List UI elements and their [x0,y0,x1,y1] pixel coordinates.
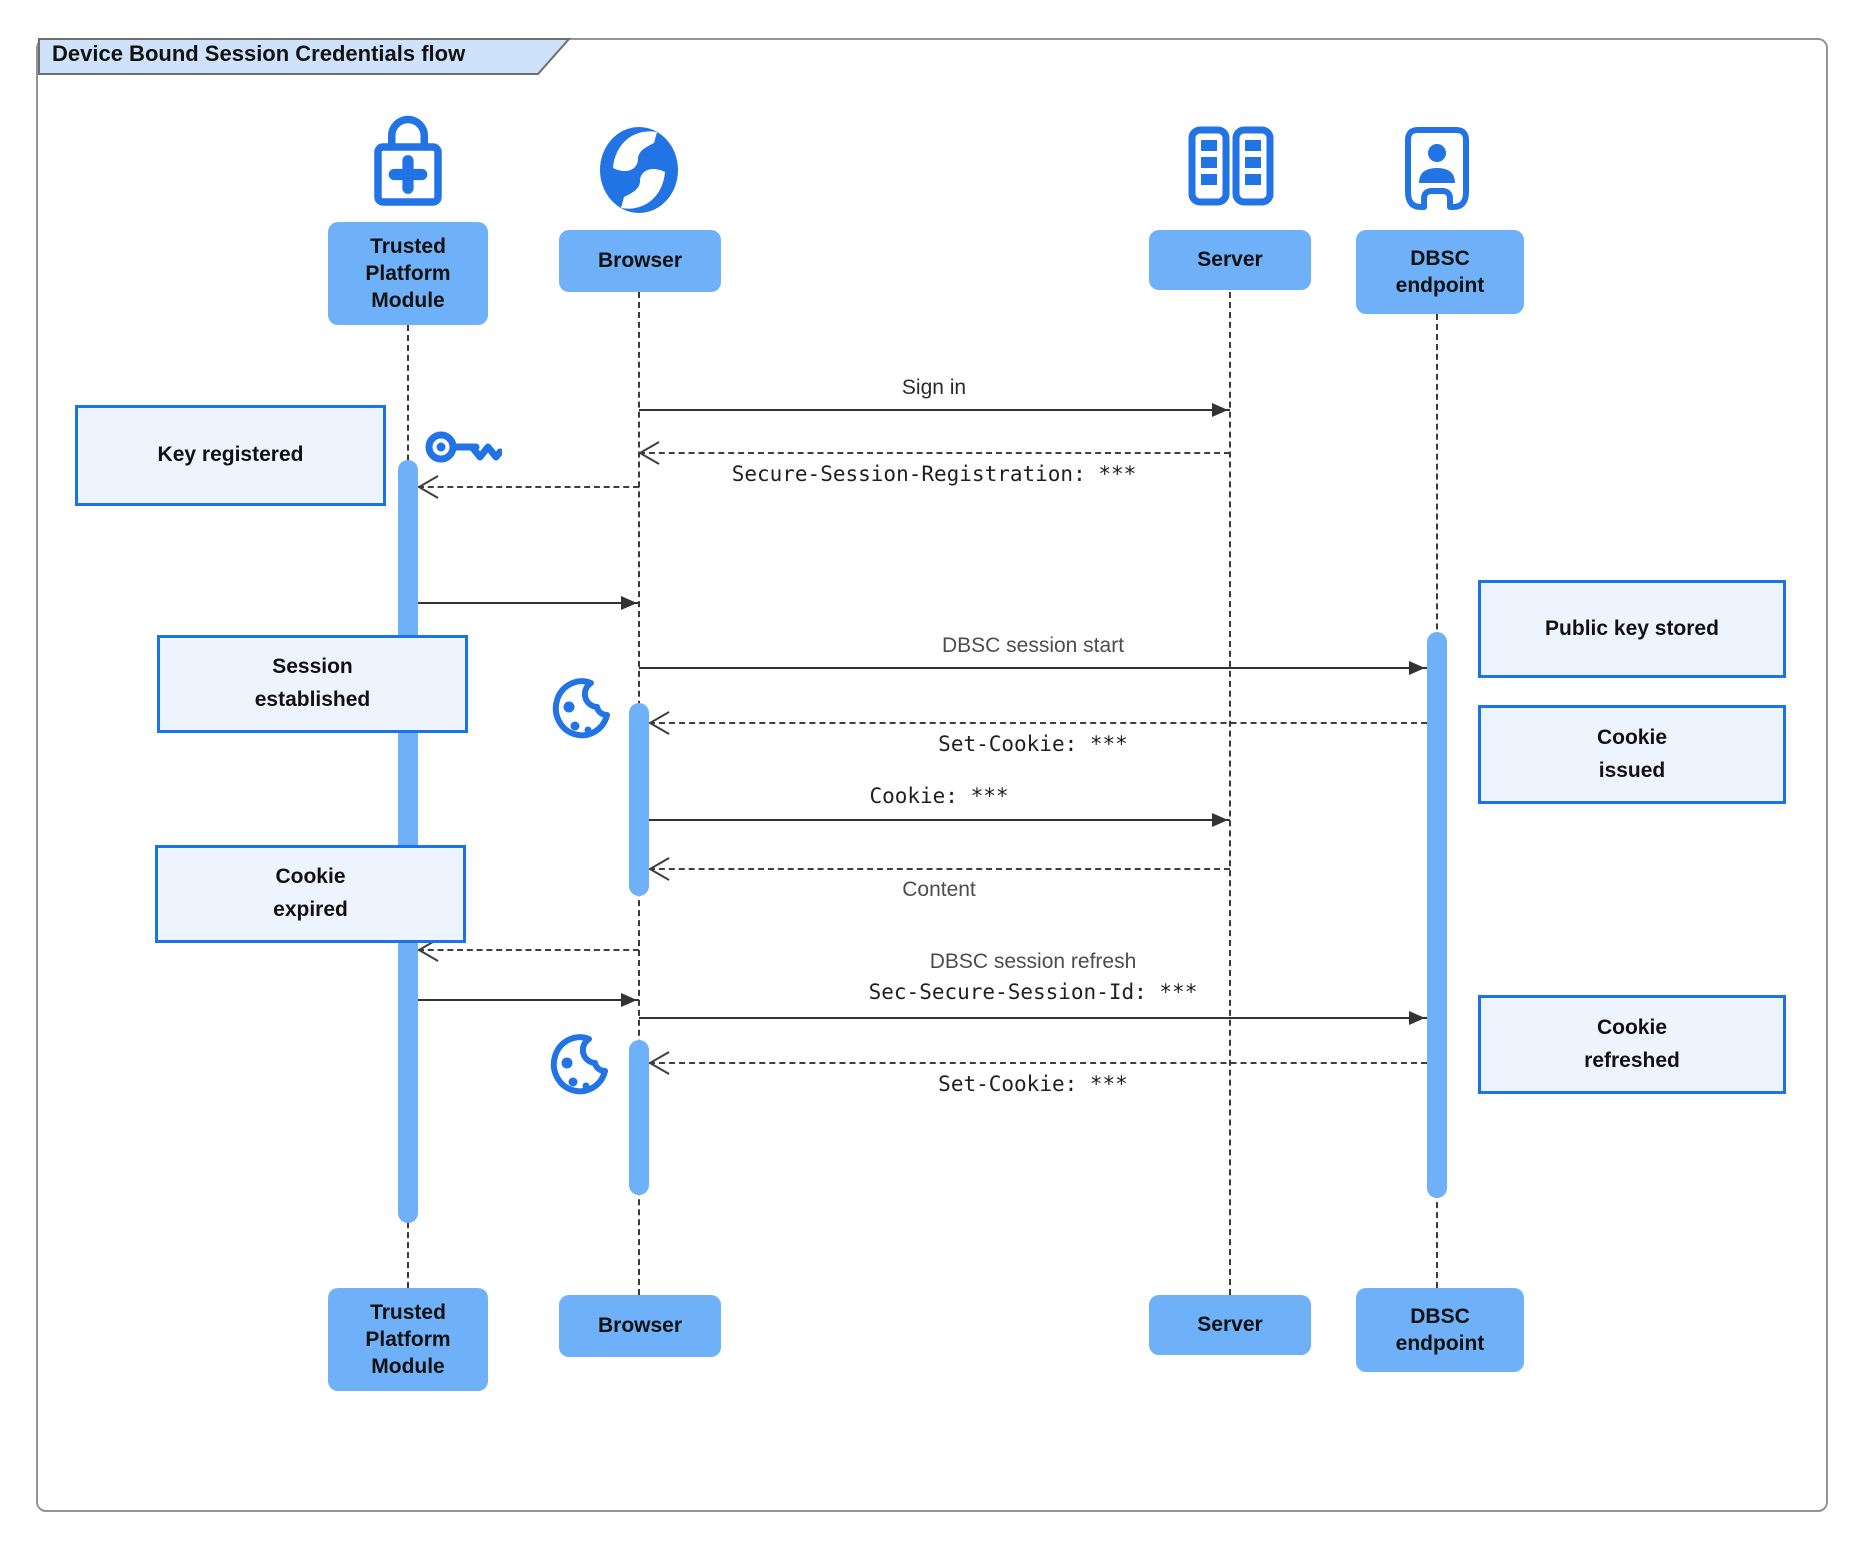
actor-label: DBSC endpoint [1395,246,1485,297]
actor-top-browser: Browser [559,230,721,292]
message-register-key-line [418,486,639,488]
globe-icon [600,127,678,213]
arrowhead-open [650,710,672,736]
activation-bar-browser-1 [629,703,649,896]
message-set-cookie-1-line [649,722,1427,724]
diagram-title: Device Bound Session Credentials flow [52,41,466,66]
note-key-registered: Key registered [75,405,386,506]
note-public-key-stored: Public key stored [1478,580,1786,678]
message-refresh-key-line [418,949,639,951]
note-label: Key registered [157,443,304,467]
note-label: Session established [254,655,371,711]
message-label-content: Content [902,878,976,901]
message-key-ready-line [418,602,639,604]
server-rack-icon [1188,126,1274,206]
note-label: Cookie issued [1596,725,1667,782]
activation-bar-dbsc [1427,632,1447,1198]
message-registration-line [639,452,1230,454]
actor-label: Browser [597,249,683,273]
badge-person-icon [1405,127,1469,210]
actor-top-tpm: Trusted Platform Module [328,222,488,325]
arrowhead [1212,403,1228,417]
arrowhead-open [650,856,672,882]
actor-label: Trusted Platform Module [365,234,451,313]
actor-bottom-dbsc: DBSC endpoint [1356,1288,1524,1372]
message-cookie-line [649,819,1230,821]
actor-label: Server [1197,248,1263,272]
note-cookie-issued: Cookie issued [1478,705,1786,804]
cookie-icon [552,678,610,739]
actor-bottom-server: Server [1149,1295,1311,1355]
message-label-cookie: Cookie: *** [869,784,1009,808]
lock-plus-icon [374,115,442,206]
activation-bar-tpm [398,460,418,1223]
message-label-set-cookie-1: Set-Cookie: *** [938,732,1128,756]
lifeline-server [1229,292,1231,1295]
activation-bar-browser-2 [629,1040,649,1195]
message-label-registration: Secure-Session-Registration: *** [731,462,1137,486]
cookie-icon [550,1034,608,1095]
arrowhead-open [650,1050,672,1076]
arrowhead [621,993,637,1007]
note-session-established: Session established [157,635,468,733]
message-content-line [649,868,1230,870]
arrowhead [1409,1011,1425,1025]
actor-label: Browser [597,1314,683,1338]
arrowhead-open [419,474,441,500]
message-key-proof-line [418,999,639,1001]
message-label-set-cookie-2: Set-Cookie: *** [938,1072,1128,1096]
arrowhead [1409,661,1425,675]
diagram-title-tab: Device Bound Session Credentials flow [38,38,578,76]
actor-bottom-browser: Browser [559,1295,721,1357]
title-tab-shape [38,38,572,75]
note-cookie-expired: Cookie expired [155,845,466,943]
actor-label: DBSC endpoint [1395,1304,1485,1355]
message-dbsc-start-line [639,667,1427,669]
note-label: Cookie expired [273,865,348,921]
note-cookie-refreshed: Cookie refreshed [1478,995,1786,1094]
message-label-sec-secure-session-id: Sec-Secure-Session-Id: *** [868,980,1198,1004]
actor-bottom-tpm: Trusted Platform Module [328,1288,488,1391]
note-label: Cookie refreshed [1584,1015,1680,1072]
message-refresh-line [639,1017,1427,1019]
actor-top-dbsc: DBSC endpoint [1356,230,1524,314]
actor-top-server: Server [1149,230,1311,290]
arrowhead-open [640,440,662,466]
note-label: Public key stored [1545,616,1719,640]
arrowhead [1212,813,1228,827]
message-label-sign-in: Sign in [901,376,967,399]
actor-label: Server [1197,1313,1263,1337]
message-label-dbsc-session-start: DBSC session start [941,634,1125,657]
arrowhead [621,596,637,610]
message-set-cookie-2-line [649,1062,1427,1064]
actor-label: Trusted Platform Module [365,1300,451,1379]
message-label-dbsc-session-refresh: DBSC session refresh [929,950,1137,973]
message-sign-in-line [639,409,1230,411]
key-icon [425,431,502,463]
